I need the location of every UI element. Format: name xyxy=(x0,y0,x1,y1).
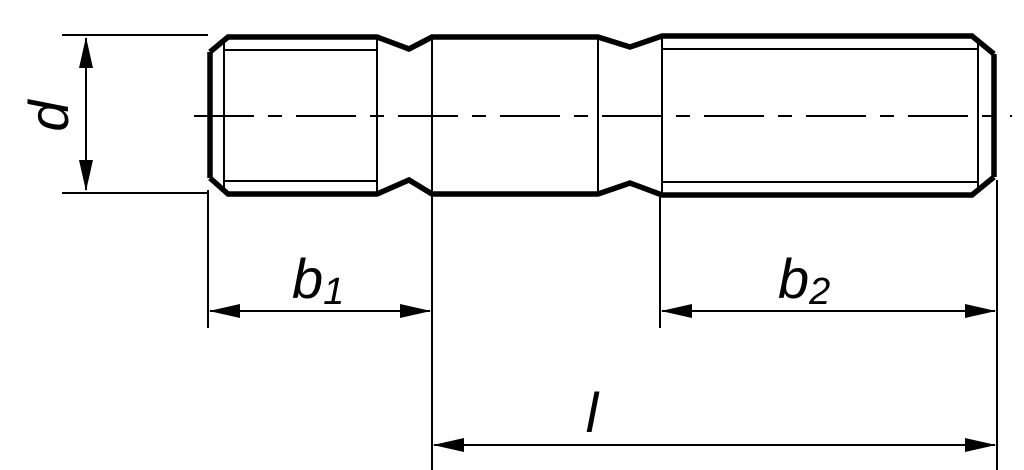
arrowhead-b1-right xyxy=(400,304,431,318)
bolt-top-contour xyxy=(208,33,996,57)
label-l: l xyxy=(586,381,600,444)
label-d: d xyxy=(17,99,80,132)
arrowhead-b1-left xyxy=(209,304,240,318)
arrowhead-b2-left xyxy=(661,304,692,318)
arrowhead-l-right xyxy=(965,438,996,452)
label-b2: b2 xyxy=(778,247,830,313)
label-b2-main: b xyxy=(778,247,809,310)
dimension-b2 xyxy=(659,180,998,470)
label-b1-subscript: 1 xyxy=(323,271,344,313)
label-b1: b1 xyxy=(292,247,344,313)
label-b2-subscript: 2 xyxy=(808,271,830,313)
bolt-bottom-contour xyxy=(208,174,996,198)
label-b1-main: b xyxy=(292,247,323,310)
dimension-d xyxy=(62,34,208,194)
thread-lines xyxy=(223,38,979,193)
arrowhead-l-left xyxy=(433,438,464,452)
dimension-b1 xyxy=(207,190,433,470)
arrowhead-d-bottom xyxy=(79,160,93,191)
arrowhead-b2-right xyxy=(965,304,996,318)
dimension-l xyxy=(433,438,996,452)
arrowhead-d-top xyxy=(79,37,93,68)
